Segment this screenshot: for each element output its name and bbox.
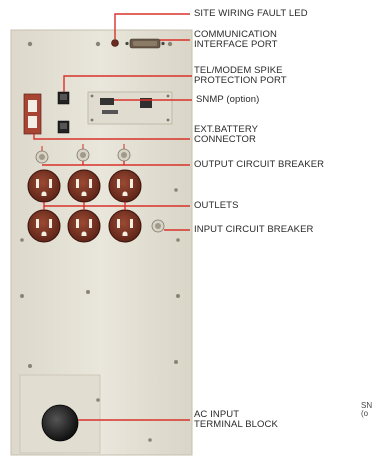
label-communication-line2: INTERFACE PORT [194, 39, 278, 50]
output-circuit-breakers-part [35, 144, 131, 164]
label-site-wiring-fault-led: SITE WIRING FAULT LED [194, 8, 308, 19]
label-ext-battery-line1: EXT.BATTERY [194, 124, 259, 135]
label-ac-input-terminal-block: AC INPUT TERMINAL BLOCK [194, 410, 278, 430]
leader-tel-modem-spike-protection-port [63, 75, 192, 92]
outlet-4 [27, 209, 61, 243]
leader-lines [33, 13, 192, 421]
label-outlets: OUTLETS [194, 200, 239, 211]
label-communication-interface-port: COMMUNICATION INTERFACE PORT [194, 30, 278, 50]
ext-battery-connector-part [23, 93, 42, 135]
label-output-circuit-breaker: OUTPUT CIRCUIT BREAKER [194, 159, 325, 170]
outlet-5 [67, 209, 101, 243]
leader-ext-battery-connector [33, 134, 190, 140]
label-snmp-option: SNMP (option) [196, 94, 260, 105]
outlet-3 [108, 169, 142, 203]
label-input-circuit-breaker: INPUT CIRCUIT BREAKER [194, 224, 314, 235]
label-ext-battery-line2: CONNECTOR [194, 134, 256, 145]
communication-interface-port-part [125, 38, 165, 49]
label-tel-modem-line2: PROTECTION PORT [194, 75, 287, 86]
outlet-6 [108, 209, 142, 243]
label-ac-input-line2: TERMINAL BLOCK [194, 419, 278, 430]
outlet-2 [67, 169, 101, 203]
label-communication-line1: COMMUNICATION [194, 29, 277, 40]
outlet-1 [27, 169, 61, 203]
site-wiring-fault-led-part [111, 39, 119, 47]
snmp-slot-part [87, 91, 173, 125]
leader-site-wiring-fault-led [114, 13, 190, 39]
input-circuit-breaker-part [151, 219, 165, 233]
panel-screws [20, 41, 180, 442]
cut-off-text: SN (o [361, 402, 375, 418]
cut-off-line2: (o [361, 409, 369, 418]
label-tel-modem-spike-protection-port: TEL/MODEM SPIKE PROTECTION PORT [194, 66, 287, 86]
cut-off-line1: SN [361, 402, 373, 410]
tel-modem-spike-protection-port-part [57, 91, 70, 134]
label-ac-input-line1: AC INPUT [194, 409, 240, 420]
label-ext-battery-connector: EXT.BATTERY CONNECTOR [194, 125, 258, 145]
label-tel-modem-line1: TEL/MODEM SPIKE [194, 65, 283, 76]
ac-input-terminal-block-part [41, 404, 79, 442]
